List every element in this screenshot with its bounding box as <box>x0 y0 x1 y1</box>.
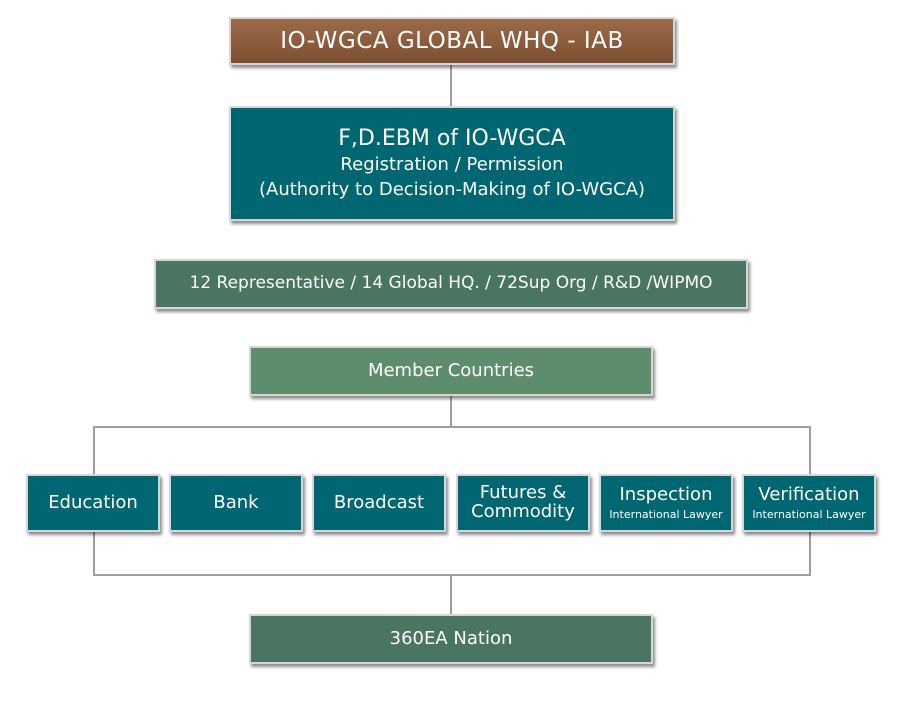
member-countries-box: Member Countries <box>249 346 653 396</box>
broadcast-box: Broadcast <box>312 474 446 532</box>
nation-label: 360EA Nation <box>389 627 513 649</box>
verification-sublabel: International Lawyer <box>752 507 866 521</box>
member-countries-label: Member Countries <box>367 359 535 381</box>
inspection-sublabel: International Lawyer <box>609 507 723 521</box>
representatives-box: 12 Representative / 14 Global HQ. / 72Su… <box>154 259 748 309</box>
futures-commodity-box: Futures & Commodity <box>456 474 590 532</box>
fdebm-authority: (Authority to Decision-Making of IO-WGCA… <box>259 179 645 201</box>
bank-label: Bank <box>213 491 259 513</box>
inspection-label: Inspection <box>619 483 713 505</box>
education-box: Education <box>26 474 160 532</box>
nation-box: 360EA Nation <box>249 614 653 664</box>
connector-top-bracket <box>93 426 811 474</box>
verification-label: Verification <box>758 483 860 505</box>
futures-label: Futures & <box>479 482 567 504</box>
fdebm-box: F,D.EBM of IO-WGCA Registration / Permis… <box>229 106 675 221</box>
education-label: Education <box>48 491 138 513</box>
fdebm-subtitle: Registration / Permission <box>340 154 564 176</box>
global-whq-box: IO-WGCA GLOBAL WHQ - IAB <box>229 17 675 65</box>
connector-bottom-bracket <box>93 532 811 576</box>
representatives-label: 12 Representative / 14 Global HQ. / 72Su… <box>189 273 713 294</box>
bank-box: Bank <box>169 474 303 532</box>
commodity-label: Commodity <box>471 501 575 522</box>
verification-box: Verification International Lawyer <box>742 474 876 532</box>
inspection-box: Inspection International Lawyer <box>599 474 733 532</box>
global-whq-title: IO-WGCA GLOBAL WHQ - IAB <box>280 27 624 54</box>
fdebm-title: F,D.EBM of IO-WGCA <box>338 126 566 152</box>
broadcast-label: Broadcast <box>333 491 425 513</box>
